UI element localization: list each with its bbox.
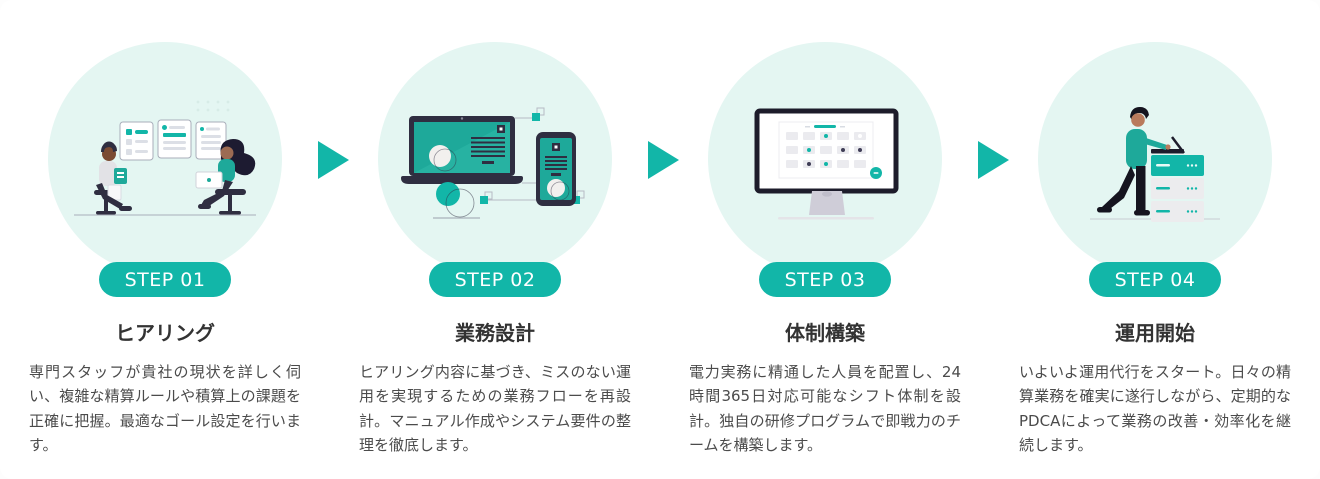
- step-title: 業務設計: [455, 321, 535, 345]
- step-1-illustration-circle: [48, 42, 282, 276]
- step-title: ヒアリング: [115, 321, 215, 345]
- process-step-4: STEP 04 運用開始 いよいよ運用代行をスタート。日々の精算業務を確実に遂行…: [990, 0, 1320, 457]
- process-step-3: STEP 03 体制構築 電力実務に精通した人員を配置し、24時間365日対応可…: [660, 0, 990, 457]
- hearing-interview-illustration: [74, 100, 256, 216]
- next-step-arrow-icon: [648, 141, 679, 179]
- step-number-badge: STEP 02: [428, 262, 562, 297]
- step-2-illustration-circle: [378, 42, 612, 276]
- next-step-arrow-icon: [318, 141, 349, 179]
- step-description: 専門スタッフが貴社の現状を詳しく伺い、複雑な精算ルールや積算上の課題を正確に把握…: [29, 363, 301, 454]
- operator-at-machine-illustration: [1090, 107, 1220, 222]
- step-description: ヒアリング内容に基づき、ミスのない運用を実現するための業務フローを再設計。マニュ…: [359, 363, 631, 454]
- process-step-1: STEP 01 ヒアリング 専門スタッフが貴社の現状を詳しく伺い、複雑な精算ルー…: [0, 0, 330, 457]
- step-4-illustration-circle: [1038, 42, 1272, 276]
- monitor-shift-schedule-illustration: [754, 108, 899, 220]
- process-step-2: STEP 02 業務設計 ヒアリング内容に基づき、ミスのない運用を実現するための…: [330, 0, 660, 457]
- step-number-badge: STEP 03: [758, 262, 892, 297]
- step-description: 電力実務に精通した人員を配置し、24時間365日対応可能なシフト体制を設計。独自…: [689, 363, 961, 454]
- step-title: 運用開始: [1115, 321, 1195, 345]
- step-3-illustration-circle: [708, 42, 942, 276]
- next-step-arrow-icon: [978, 141, 1009, 179]
- steps-row: STEP 01 ヒアリング 専門スタッフが貴社の現状を詳しく伺い、複雑な精算ルー…: [0, 0, 1320, 457]
- step-number-badge: STEP 04: [1088, 262, 1222, 297]
- laptop-smartphone-workflow-illustration: [401, 107, 585, 219]
- step-description: いよいよ運用代行をスタート。日々の精算業務を確実に遂行しながら、定期的なPDCA…: [1019, 363, 1291, 454]
- step-title: 体制構築: [785, 321, 865, 345]
- step-number-badge: STEP 01: [98, 262, 232, 297]
